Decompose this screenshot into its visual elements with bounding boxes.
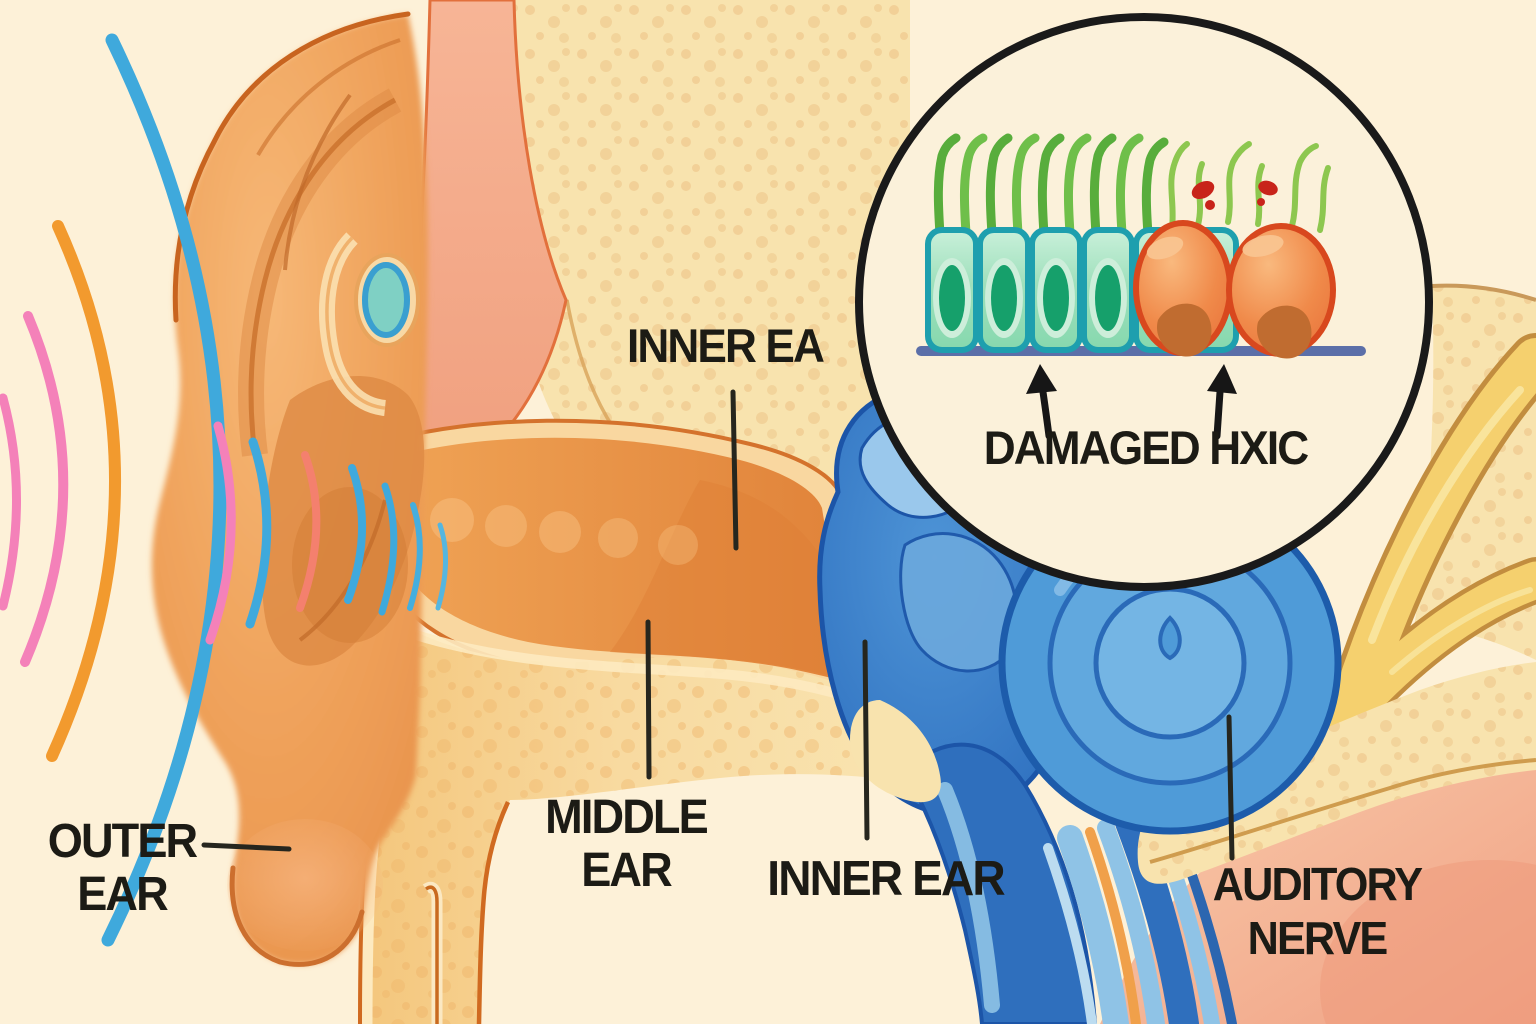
- ear-lobe-highlight: [227, 819, 383, 951]
- leader-inner-ear: [862, 639, 870, 841]
- healthy-hair-cells: [925, 227, 1239, 353]
- up-arrow-right: [1207, 364, 1237, 440]
- label-inner-ear-top: INNER EA: [626, 319, 825, 372]
- label-auditory-nerve-line2: NERVE: [1247, 912, 1389, 965]
- leader-auditory-nerve: [1226, 714, 1235, 861]
- magnifier-circle: [855, 13, 1433, 591]
- pink-tissue-bottom: [1100, 748, 1536, 1024]
- leader-outer-ear: [201, 842, 292, 852]
- label-auditory-nerve-line1: AUDITORY: [1212, 858, 1423, 910]
- leader-middle-ear: [645, 619, 652, 780]
- label-middle-ear-line2: EAR: [581, 843, 673, 897]
- label-outer-ear-line1: OUTER: [47, 815, 198, 868]
- label-inner-ear: INNER EAR: [767, 852, 1005, 906]
- label-middle-ear: MIDDLE EAR: [519, 791, 733, 898]
- label-outer-ear-line2: EAR: [77, 867, 169, 921]
- basilar-membrane-baseline: [916, 346, 1366, 356]
- label-damaged-hair-cells: DAMAGED HXIC: [983, 421, 1309, 474]
- antihelix-fold: [248, 97, 397, 456]
- healthy-hair-bundle: [933, 133, 1169, 239]
- label-auditory-nerve: AUDITORY NERVE: [1190, 857, 1444, 966]
- up-arrow-left: [1026, 364, 1057, 440]
- damage-spots: [1191, 180, 1278, 210]
- leader-inner-ea: [730, 389, 739, 551]
- sound-waves: [0, 33, 448, 947]
- ear-lobe-outline: [229, 865, 365, 967]
- label-outer-ear: OUTER EAR: [28, 815, 216, 922]
- ear-canal-opening-marker: [362, 262, 410, 338]
- damaged-hair-cells: [1133, 220, 1336, 359]
- skull-bone-band: [850, 662, 1536, 884]
- label-middle-ear-line1: MIDDLE: [545, 791, 709, 844]
- leader-lines: [201, 389, 1235, 861]
- wave-in-canal: [205, 421, 236, 645]
- helix-outline: [172, 11, 411, 323]
- skull-bone-upper: [504, 0, 911, 499]
- outer-ear-shape: [151, 11, 429, 967]
